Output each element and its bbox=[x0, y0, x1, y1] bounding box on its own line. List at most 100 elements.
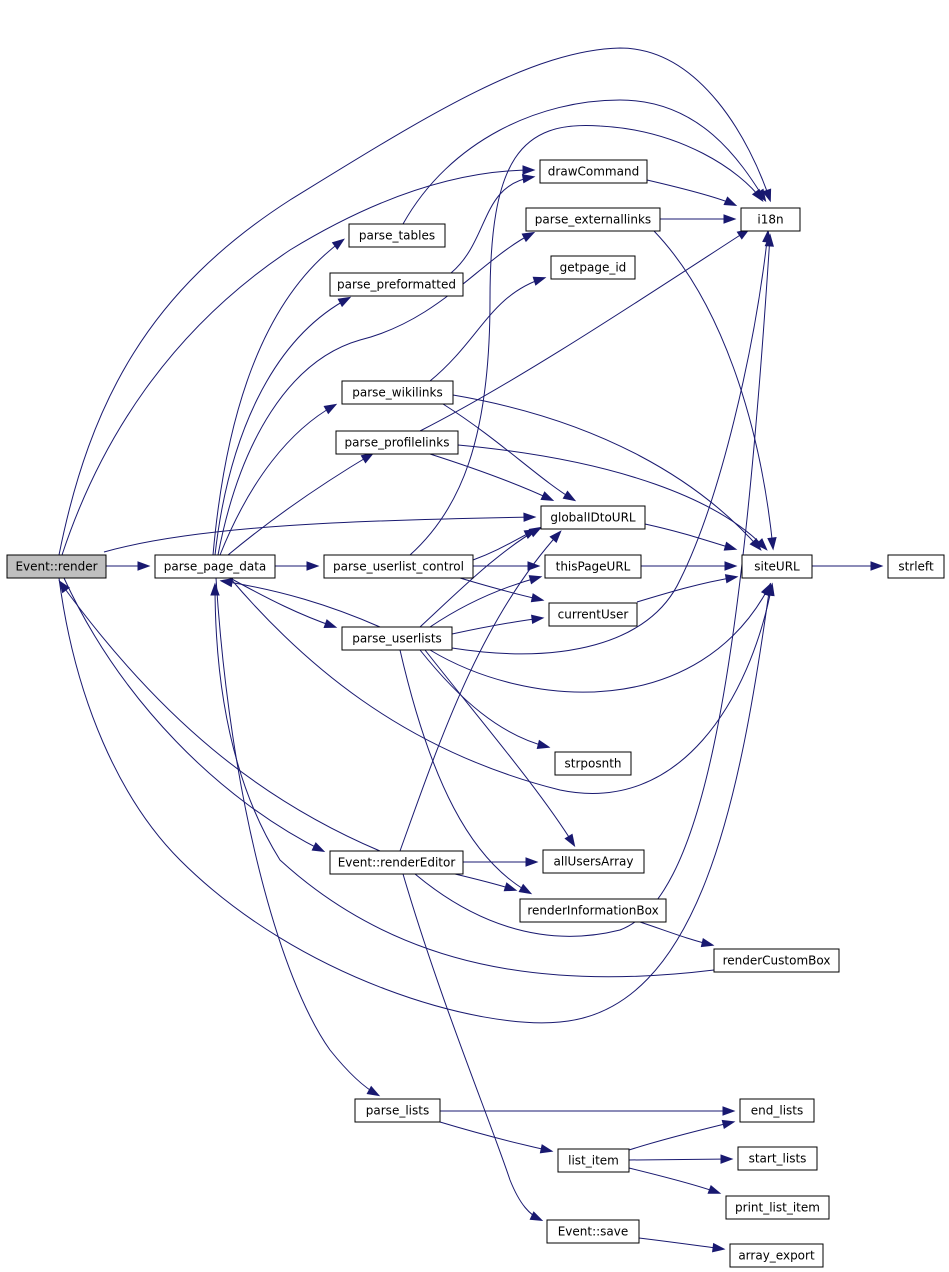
node-strleft[interactable]: strleft bbox=[887, 554, 945, 579]
arrow-head bbox=[137, 561, 151, 571]
node-box bbox=[539, 159, 648, 184]
node-label: end_lists bbox=[751, 1104, 803, 1118]
node-list_item[interactable]: list_item bbox=[557, 1148, 630, 1173]
node-label: parse_tables bbox=[359, 229, 435, 243]
arrow-head bbox=[525, 857, 539, 867]
node-label: Event::renderEditor bbox=[338, 856, 456, 870]
node-box bbox=[729, 1243, 824, 1268]
edge-line bbox=[219, 404, 336, 556]
edge-renderEditor-to-allUsersArray bbox=[463, 857, 539, 867]
node-parse_tables[interactable]: parse_tables bbox=[348, 223, 446, 248]
edge-parse_externallinks-to-i18n bbox=[660, 214, 737, 224]
edge-list_item-to-start_lists bbox=[628, 1154, 734, 1164]
node-label: renderCustomBox bbox=[723, 954, 831, 968]
node-globalIDtoURL[interactable]: globalIDtoURL bbox=[540, 505, 646, 530]
arrow-head bbox=[712, 1242, 726, 1253]
node-parse_lists[interactable]: parse_lists bbox=[354, 1098, 441, 1123]
edge-renderEditor-to-globalIDtoURL bbox=[399, 530, 562, 852]
edge-line bbox=[399, 531, 561, 852]
edge-line bbox=[419, 229, 749, 432]
node-box bbox=[725, 1195, 830, 1220]
edge-line bbox=[628, 1167, 720, 1194]
edge-parse_profilelinks-to-globalIDtoURL bbox=[429, 453, 555, 502]
node-label: parse_profilelinks bbox=[345, 436, 450, 450]
node-box bbox=[519, 898, 667, 923]
edge-parse_preformatted-to-drawCommand bbox=[450, 174, 536, 274]
node-strposnth[interactable]: strposnth bbox=[554, 751, 632, 776]
arrow-head bbox=[755, 538, 768, 551]
edge-line bbox=[402, 873, 542, 1221]
node-label: print_list_item bbox=[735, 1201, 820, 1215]
edge-line bbox=[217, 232, 534, 556]
arrow-head bbox=[521, 174, 536, 184]
edge-line bbox=[214, 297, 350, 556]
node-start_lists[interactable]: start_lists bbox=[737, 1146, 818, 1171]
node-i18n[interactable]: i18n bbox=[740, 207, 801, 232]
node-print_list_item[interactable]: print_list_item bbox=[725, 1195, 830, 1220]
edge-parse_userlists-to-globalIDtoURL bbox=[419, 526, 543, 628]
node-label: getpage_id bbox=[560, 261, 627, 275]
edge-parse_page_data-to-parse_userlist_control bbox=[275, 561, 320, 571]
arrow-head bbox=[549, 530, 562, 543]
node-parse_externallinks[interactable]: parse_externallinks bbox=[525, 207, 661, 232]
arrow-head bbox=[722, 1106, 736, 1116]
node-renderInformationBox[interactable]: renderInformationBox bbox=[519, 898, 667, 923]
edge-parse_userlists-to-siteURL bbox=[429, 582, 772, 693]
node-render[interactable]: Event::render bbox=[6, 554, 107, 579]
node-label: allUsersArray bbox=[554, 855, 634, 869]
arrow-head bbox=[536, 739, 551, 749]
node-siteURL[interactable]: siteURL bbox=[741, 554, 813, 579]
edge-parse_userlists-to-currentUser bbox=[451, 614, 545, 635]
arrow-head bbox=[539, 1144, 554, 1154]
node-end_lists[interactable]: end_lists bbox=[739, 1098, 815, 1123]
node-array_export[interactable]: array_export bbox=[729, 1243, 824, 1268]
arrow-head bbox=[707, 1184, 722, 1194]
node-currentUser[interactable]: currentUser bbox=[548, 602, 638, 627]
arrow-head bbox=[323, 403, 338, 415]
node-parse_preformatted[interactable]: parse_preformatted bbox=[329, 272, 464, 297]
edge-line bbox=[429, 584, 771, 693]
node-label: parse_preformatted bbox=[337, 278, 456, 292]
call-graph-nodes: Event::render parse_page_data parse_tables… bbox=[6, 159, 945, 1268]
arrow-head bbox=[210, 582, 220, 596]
arrow-head bbox=[529, 1211, 544, 1222]
node-parse_page_data[interactable]: parse_page_data bbox=[154, 554, 276, 579]
edge-parse_page_data-to-parse_lists bbox=[215, 577, 381, 1097]
edge-parse_userlist_control-to-currentUser bbox=[459, 577, 545, 603]
edge-parse_page_data-to-parse_tables bbox=[212, 238, 345, 556]
edge-line bbox=[459, 577, 543, 601]
arrow-head bbox=[767, 537, 777, 551]
edge-line bbox=[636, 576, 737, 603]
edge-line bbox=[215, 577, 379, 1096]
node-box bbox=[554, 751, 632, 776]
node-getpage_id[interactable]: getpage_id bbox=[550, 255, 636, 280]
node-parse_profilelinks[interactable]: parse_profilelinks bbox=[335, 430, 459, 455]
node-label: parse_lists bbox=[366, 1104, 429, 1118]
arrow-head bbox=[564, 833, 576, 848]
node-box bbox=[548, 602, 638, 627]
node-renderEditor[interactable]: Event::renderEditor bbox=[329, 850, 464, 875]
arrow-head bbox=[723, 214, 737, 224]
edge-parse_userlists-to-thisPageURL bbox=[429, 575, 543, 628]
node-parse_userlists[interactable]: parse_userlists bbox=[341, 626, 453, 651]
node-parse_wikilinks[interactable]: parse_wikilinks bbox=[341, 380, 454, 405]
arrow-head bbox=[700, 937, 715, 948]
arrow-head bbox=[518, 883, 533, 895]
node-thisPageURL[interactable]: thisPageURL bbox=[544, 554, 642, 579]
node-parse_userlist_control[interactable]: parse_userlist_control bbox=[323, 554, 474, 579]
node-label: list_item bbox=[568, 1154, 619, 1168]
node-save[interactable]: Event::save bbox=[546, 1219, 640, 1244]
arrow-head bbox=[58, 580, 70, 594]
edge-parse_wikilinks-to-getpage_id bbox=[429, 276, 547, 382]
edge-line bbox=[457, 444, 767, 550]
node-drawCommand[interactable]: drawCommand bbox=[539, 159, 648, 184]
edge-render-to-renderEditor bbox=[63, 577, 326, 853]
node-renderCustomBox[interactable]: renderCustomBox bbox=[713, 948, 840, 973]
edge-line bbox=[442, 403, 575, 501]
node-allUsersArray[interactable]: allUsersArray bbox=[542, 849, 645, 874]
node-box bbox=[341, 626, 453, 651]
arrow-head bbox=[311, 842, 326, 853]
edge-parse_lists-to-end_lists bbox=[440, 1106, 736, 1116]
node-box bbox=[348, 223, 446, 248]
